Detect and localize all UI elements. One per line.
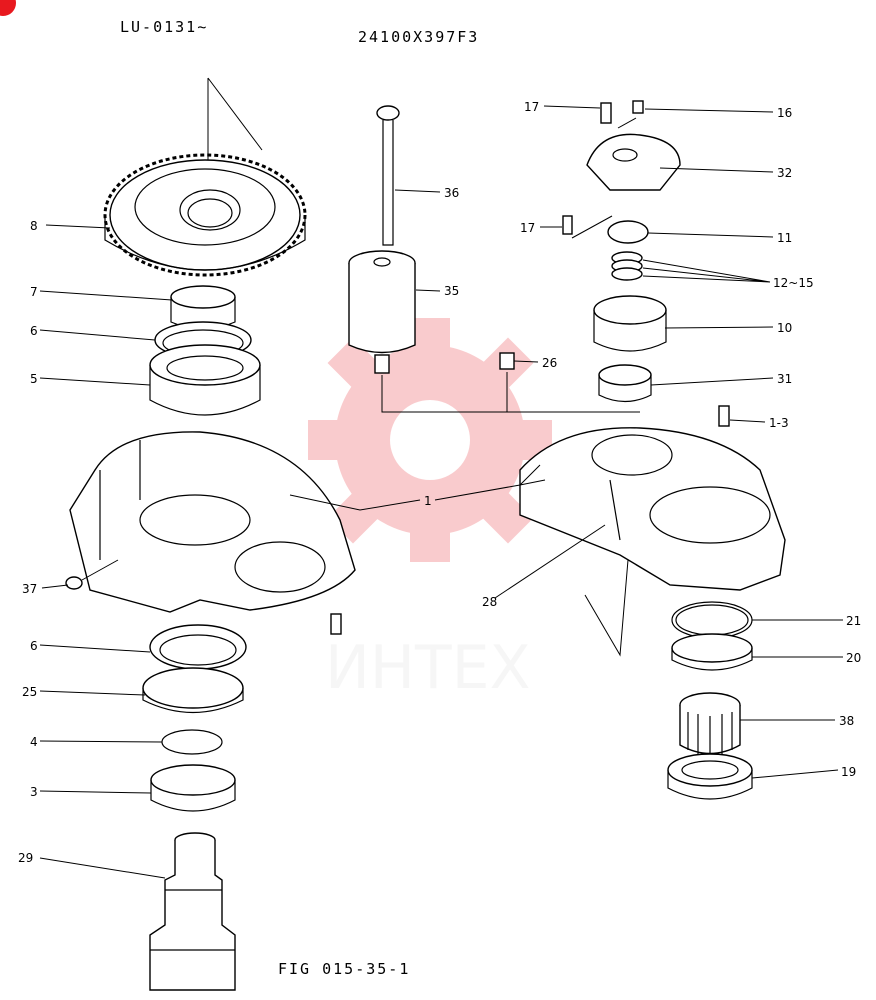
label-10: 10 [777,321,792,335]
corner-marker [0,0,16,16]
housing-left [69,431,356,613]
label-28: 28 [482,595,497,609]
label-20: 20 [846,651,861,665]
label-26: 26 [542,356,557,370]
leader-lines [39,105,843,879]
label-32: 32 [777,166,792,180]
label-6-upper: 6 [30,324,38,338]
figure-caption: FIG 015-35-1 [278,960,410,978]
watermark-text: ИНТЕХ [325,633,531,703]
ring-21 [671,601,753,639]
label-31: 31 [777,372,792,386]
seal-3 [150,764,236,812]
label-16: 16 [777,106,792,120]
label-6-lower: 6 [30,639,38,653]
plug-37 [65,576,83,590]
label-17-upper: 17 [524,100,539,114]
label-21: 21 [846,614,861,628]
watermark: ИНТЕХ [308,318,552,703]
bearing-20 [671,633,753,671]
bolt-1-3 [718,405,730,427]
o-ring-4 [161,729,223,755]
group-split-line-right [584,559,629,657]
part-number: 24100X397F3 [358,28,479,46]
bolt-link-line [571,215,613,239]
label-12-15: 12~15 [773,276,814,290]
bearing-19 [667,753,753,800]
serial-range: LU-0131∼ [120,18,208,36]
cover-link-line [617,117,637,129]
cover-32 [586,133,681,191]
label-37: 37 [22,582,37,596]
label-17-lower: 17 [520,221,535,235]
label-3: 3 [30,785,38,799]
label-38: 38 [839,714,854,728]
label-35: 35 [444,284,459,298]
filter-35 [348,250,416,374]
label-8: 8 [30,219,38,233]
seal-25 [142,667,244,713]
housing-right [519,427,786,591]
bearing-5 [149,344,261,416]
shims-12-15 [611,251,643,281]
label-1: 1 [424,494,432,508]
bearing-10 [593,295,667,352]
label-11: 11 [777,231,792,245]
bolt-17-upper [600,102,612,124]
label-25: 25 [22,685,37,699]
filter-connection-line [381,375,640,413]
label-5: 5 [30,372,38,386]
label-19: 19 [841,765,856,779]
bolt-lower-housing [330,613,342,635]
label-4: 4 [30,735,38,749]
shaft-29 [149,832,236,991]
label-29: 29 [18,851,33,865]
washer-11 [607,220,649,244]
label-7: 7 [30,285,38,299]
gear-38 [679,692,741,757]
plug-16 [632,100,644,114]
plug-26 [499,352,515,370]
dipstick-36 [376,105,400,246]
bolt-17-lower [562,215,573,235]
collar-31 [598,364,652,403]
label-1-3: 1-3 [769,416,789,430]
label-36: 36 [444,186,459,200]
watermark-gear-icon [308,318,552,562]
gear-8 [103,153,307,277]
ring-6-lower [149,624,247,670]
